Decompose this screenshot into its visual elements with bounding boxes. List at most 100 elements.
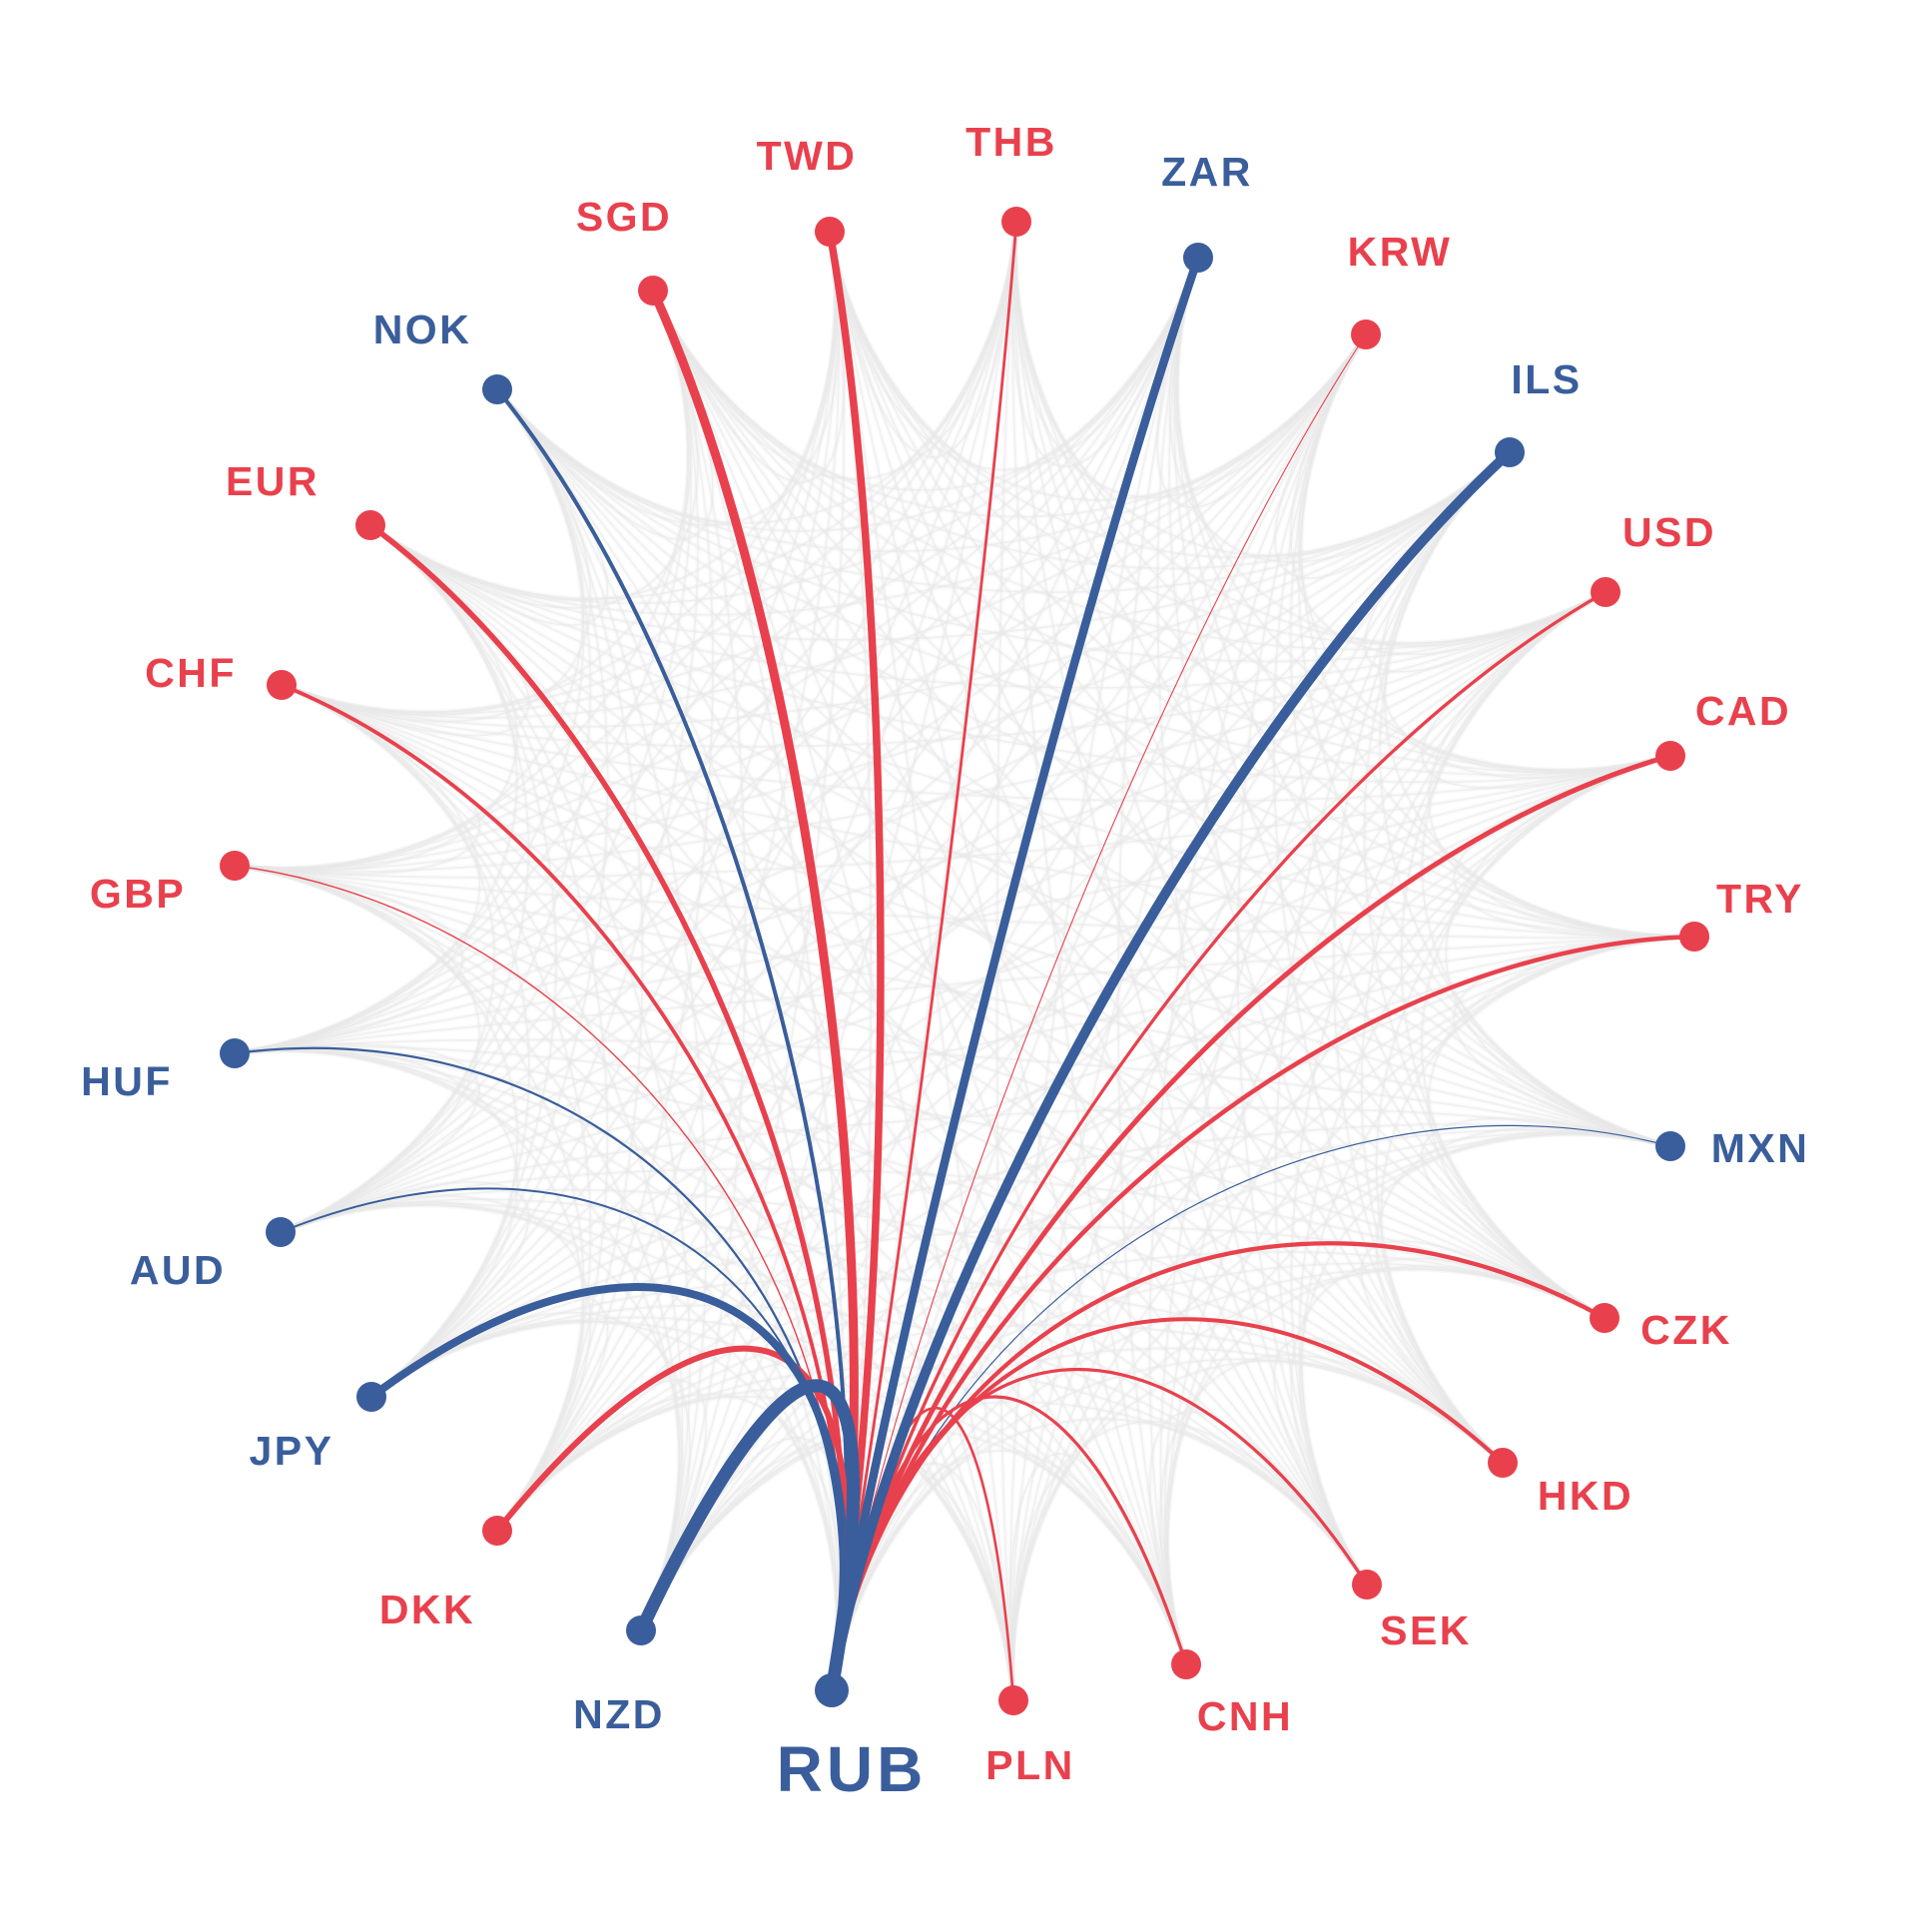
node-dkk (482, 1516, 512, 1546)
mesh-edge (280, 1194, 591, 1532)
mesh-edge (234, 290, 689, 870)
node-label-gbp: GBP (90, 871, 186, 917)
mesh-edge (369, 524, 1671, 784)
mesh-edge (496, 231, 840, 1532)
node-label-zar: ZAR (1161, 149, 1253, 195)
mesh-edge (1375, 1126, 1671, 1464)
mesh-edge (234, 755, 1671, 1054)
mesh-edge (234, 865, 680, 1631)
edge-rub-thb (830, 220, 1018, 1692)
mesh-edge (496, 388, 1368, 1586)
mesh-edge (1148, 333, 1367, 1665)
mesh-edge (234, 936, 1695, 1054)
node-gbp (220, 851, 250, 881)
mesh-edge (1379, 451, 1671, 779)
mesh-edge (234, 865, 463, 1054)
node-czk (1590, 1303, 1619, 1333)
mesh-edge (369, 524, 1368, 1586)
mesh-edge (281, 591, 1607, 748)
mesh-edge (652, 290, 1695, 938)
mesh-edge (496, 1129, 1671, 1532)
node-label-huf: HUF (81, 1058, 173, 1104)
node-label-jpy: JPY (250, 1428, 334, 1474)
mesh-edge (234, 333, 1367, 871)
edge-rub-ils (827, 447, 1515, 1695)
mesh-edge (496, 388, 1606, 1319)
mesh-edge (234, 865, 1695, 940)
mesh-edge (280, 257, 1199, 1233)
node-krw (1351, 320, 1381, 349)
mesh-edge (496, 290, 714, 540)
node-label-thb: THB (966, 119, 1057, 165)
mesh-edge (1384, 451, 1695, 938)
mesh-edge (234, 684, 481, 876)
mesh-edge (1010, 1421, 1368, 1701)
node-label-usd: USD (1622, 509, 1716, 555)
mesh-edge (369, 451, 1511, 641)
mesh-edge (1168, 257, 1504, 1464)
node-ils (1495, 437, 1525, 467)
mesh-edge (234, 1038, 1671, 1147)
mesh-edge (234, 524, 518, 1054)
mesh-edge (369, 524, 1695, 939)
node-aud (266, 1217, 296, 1247)
mesh-edge (370, 591, 1607, 1398)
node-label-twd: TWD (757, 133, 858, 179)
mesh-edge (1374, 1124, 1671, 1465)
node-label-czk: CZK (1640, 1307, 1732, 1353)
node-nzd (626, 1615, 656, 1645)
mesh-edge (234, 591, 1607, 873)
mesh-edge (1156, 257, 1368, 1586)
mesh-edge (280, 1181, 530, 1398)
edge-rub-try (829, 934, 1697, 1693)
mesh-edge (281, 290, 692, 717)
mesh-edge (369, 524, 1606, 1319)
mesh-edge (652, 290, 1671, 773)
node-usd (1591, 577, 1620, 607)
mesh-edge (369, 524, 840, 1691)
mesh-edge (1428, 936, 1695, 1319)
node-label-hkd: HKD (1538, 1473, 1633, 1519)
mesh-edge (652, 290, 1368, 1586)
mesh-edge (280, 684, 495, 1233)
mesh-edge (369, 524, 1607, 689)
edge-rub-krw (831, 333, 1367, 1691)
mesh-edge (281, 451, 1511, 728)
mesh-edge (369, 524, 1671, 1147)
node-label-sgd: SGD (576, 194, 672, 240)
node-thb (1001, 207, 1031, 237)
mesh-edge (496, 290, 714, 1532)
mesh-edge (234, 333, 1367, 1054)
edge-rub-jpy (367, 1283, 848, 1694)
edge-rub-nzd (634, 1379, 861, 1697)
mesh-edge (370, 1226, 1606, 1398)
mesh-edge (652, 290, 1671, 1147)
node-chf (267, 670, 297, 700)
mesh-edge (1010, 333, 1367, 1701)
mesh-edge (831, 936, 1695, 1691)
edge-rub-zar (827, 253, 1203, 1695)
node-label-mxn: MXN (1711, 1125, 1810, 1171)
mesh-edge (1273, 1337, 1504, 1586)
mesh-edge (1011, 221, 1187, 1665)
mesh-edge (640, 755, 1671, 1631)
node-mxn (1655, 1131, 1685, 1161)
mesh-edge (234, 684, 480, 1054)
mesh-edge (234, 755, 1671, 879)
node-label-pln: PLN (985, 1742, 1075, 1788)
edge-rub-czk (829, 1241, 1608, 1693)
mesh-edge (234, 451, 1511, 871)
mesh-edge (234, 1043, 480, 1233)
mesh-edge (829, 231, 1187, 1665)
node-sgd (638, 276, 668, 306)
node-label-sek: SEK (1380, 1608, 1472, 1653)
mesh-edge (281, 388, 592, 723)
mesh-edge (831, 755, 1671, 1691)
node-pln (998, 1685, 1028, 1715)
mesh-edge (1298, 755, 1671, 1586)
node-cnh (1171, 1649, 1201, 1679)
mesh-edge (280, 451, 1511, 1233)
mesh-edge (652, 290, 1607, 651)
